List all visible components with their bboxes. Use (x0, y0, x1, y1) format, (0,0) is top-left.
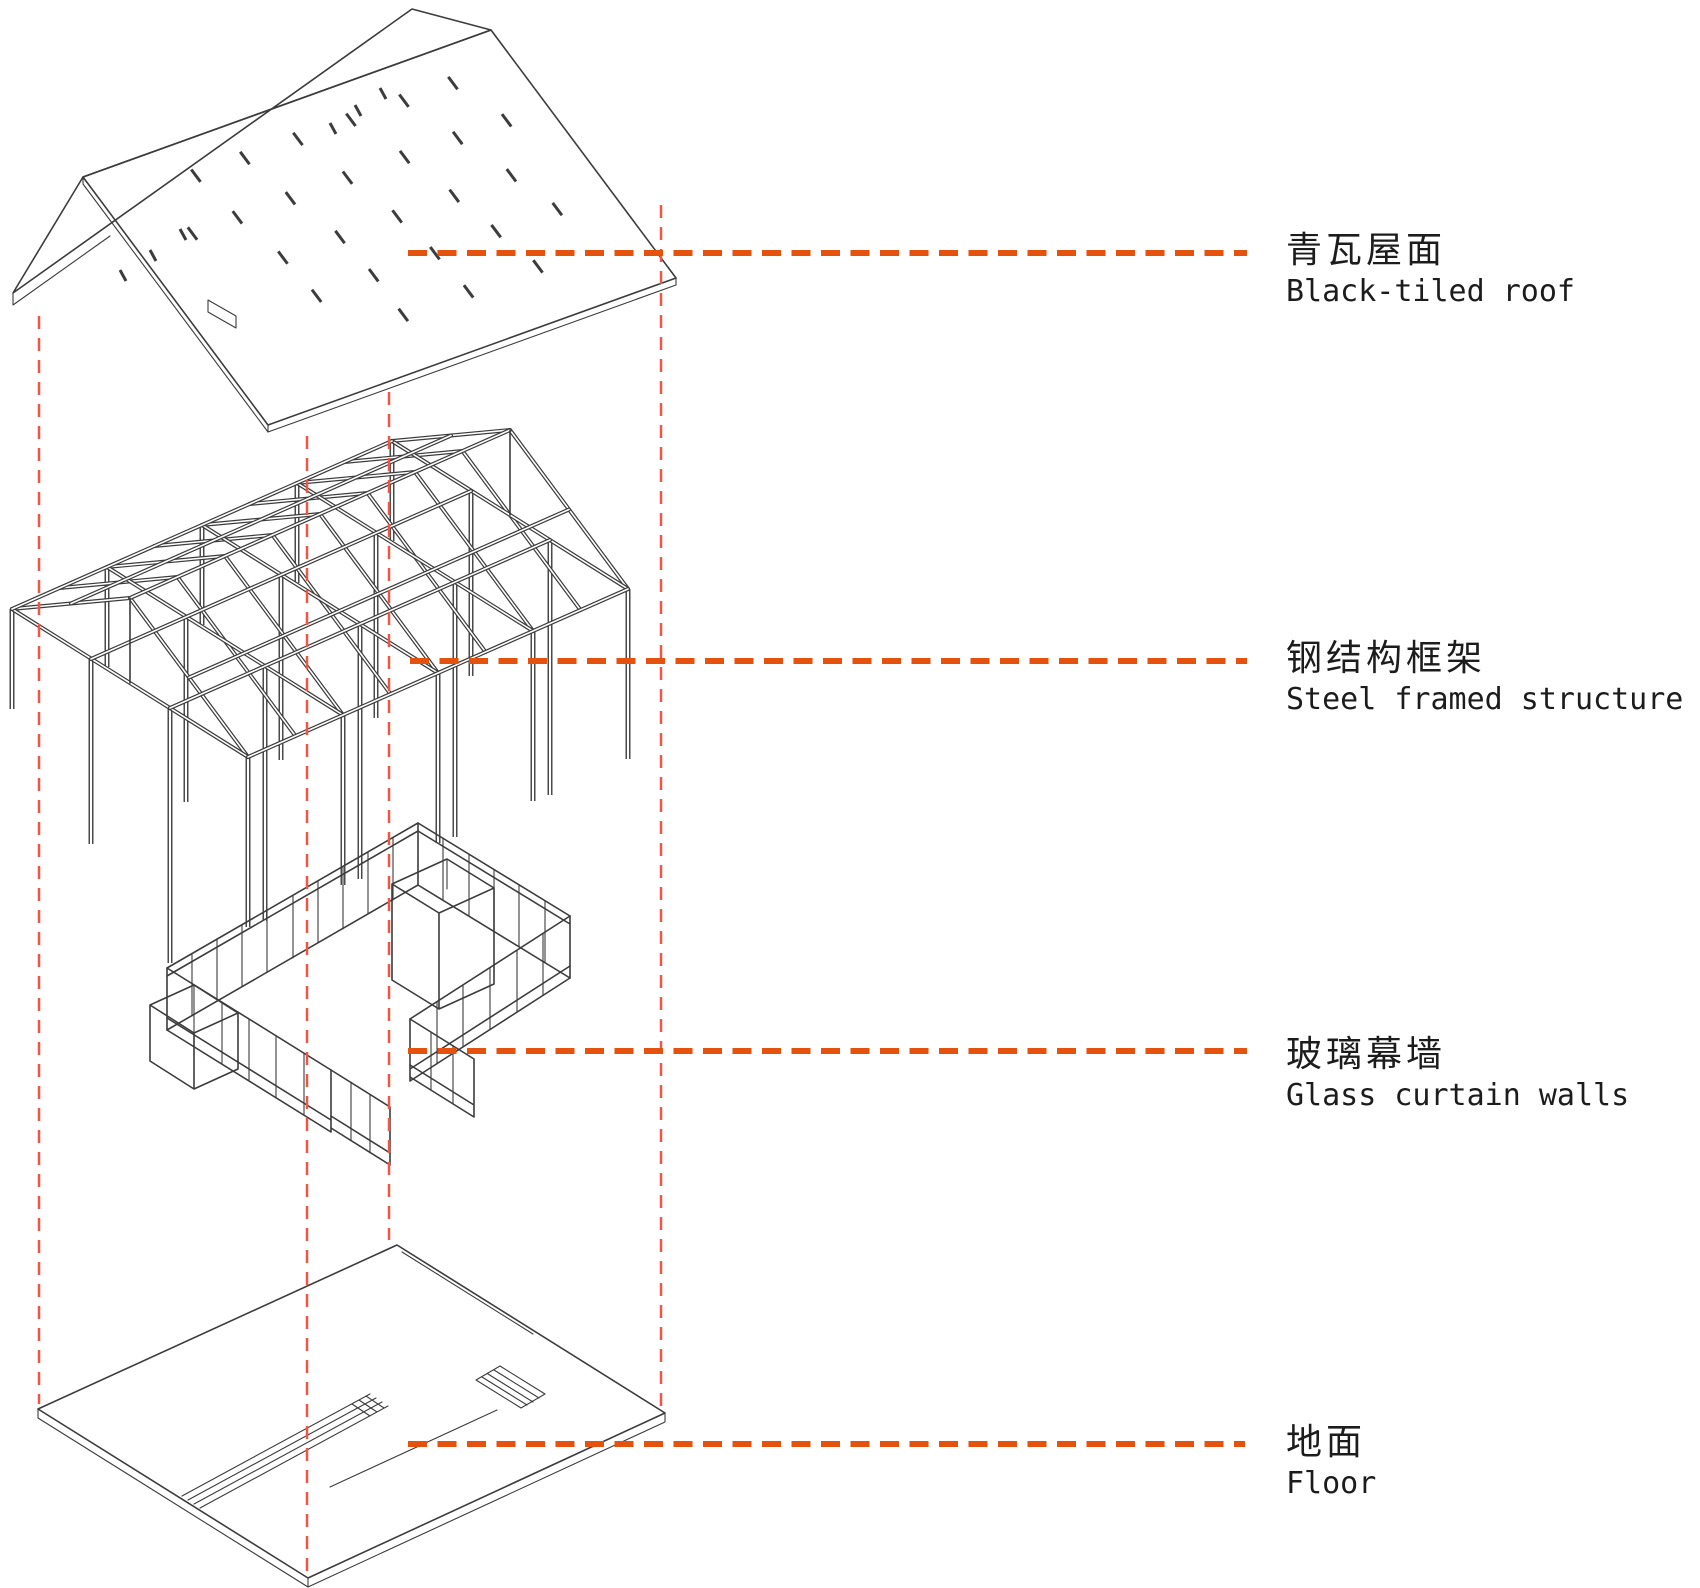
label-glass-walls: 玻璃幕墙 Glass curtain walls (1286, 1032, 1629, 1116)
label-glass-walls-cn: 玻璃幕墙 (1286, 1033, 1447, 1074)
steel-frame-layer-drawing (9, 428, 631, 963)
label-glass-walls-en: Glass curtain walls (1286, 1078, 1630, 1113)
label-roof: 青瓦屋面 Black-tiled roof (1286, 228, 1575, 312)
label-roof-cn: 青瓦屋面 (1286, 229, 1447, 270)
label-steel-frame: 钢结构框架 Steel framed structure (1286, 636, 1683, 720)
leader-lines (408, 250, 1247, 1447)
label-floor-cn: 地面 (1286, 1421, 1367, 1462)
glass-walls-layer-drawing (149, 822, 571, 1166)
label-steel-frame-cn: 钢结构框架 (1286, 637, 1487, 678)
projection-lines (37, 205, 663, 1572)
roof-tile-vents (155, 70, 604, 364)
label-floor-en: Floor (1286, 1466, 1377, 1501)
label-floor: 地面 Floor (1286, 1420, 1376, 1504)
roof-back-tile-vents (118, 87, 388, 282)
roof-layer-drawing (13, 9, 676, 432)
label-steel-frame-en: Steel framed structure (1286, 682, 1684, 717)
floor-layer-drawing (37, 1244, 666, 1588)
label-roof-en: Black-tiled roof (1286, 274, 1575, 309)
